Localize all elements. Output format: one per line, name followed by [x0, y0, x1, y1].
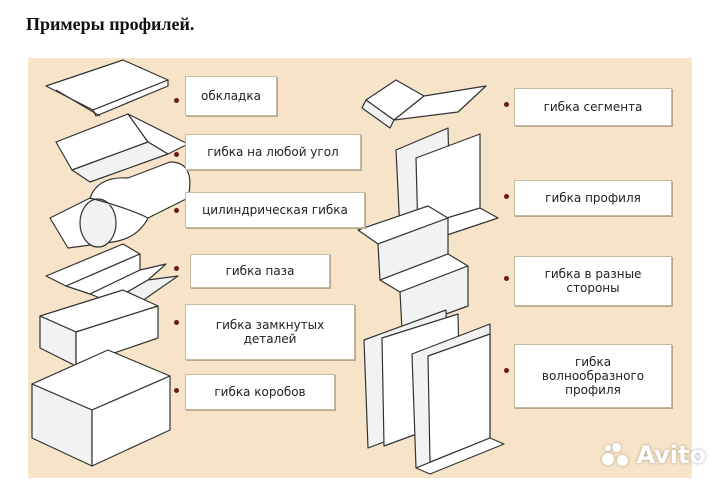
label-boxes: гибка коробов	[185, 374, 335, 410]
label-different-sides: гибка в разные стороны	[514, 256, 672, 306]
illustration-oblkladka	[45, 59, 169, 117]
illustration-different-sides	[357, 205, 469, 331]
label-any-angle: гибка на любой угол	[185, 134, 361, 170]
avito-watermark-text: Avito	[636, 441, 706, 469]
label-cylindrical: цилиндрическая гибка	[185, 192, 365, 228]
bullet	[174, 208, 179, 213]
illustration-boxes	[31, 349, 171, 467]
profile-illustrations	[31, 59, 505, 475]
bullet	[504, 276, 509, 281]
illustration-cylindrical	[49, 161, 191, 249]
diagram-panel: обкладка гибка на любой угол цилиндричес…	[28, 58, 692, 478]
bullet	[174, 320, 179, 325]
label-groove: гибка паза	[190, 254, 330, 288]
illustration-any-angle	[55, 113, 189, 183]
bullet	[504, 194, 509, 199]
bullet	[174, 152, 179, 157]
label-oblkladka: обкладка	[185, 76, 277, 116]
label-wavy: гибка волнообразного профиля	[514, 344, 672, 408]
bullet	[174, 266, 179, 271]
label-segment: гибка сегмента	[514, 88, 672, 126]
label-closed-parts: гибка замкнутых деталей	[185, 304, 355, 360]
avito-watermark: Avito	[600, 441, 706, 469]
bullet	[504, 102, 509, 107]
avito-logo-icon	[600, 441, 630, 469]
bullet	[504, 368, 509, 373]
illustration-wavy	[363, 309, 505, 475]
page-title: Примеры профилей.	[26, 14, 195, 34]
illustration-closed-parts	[39, 289, 159, 367]
bullet	[174, 98, 179, 103]
label-profile: гибка профиля	[514, 180, 672, 216]
bullet	[174, 388, 179, 393]
illustration-segment	[361, 79, 487, 129]
illustration-profile	[395, 127, 499, 245]
